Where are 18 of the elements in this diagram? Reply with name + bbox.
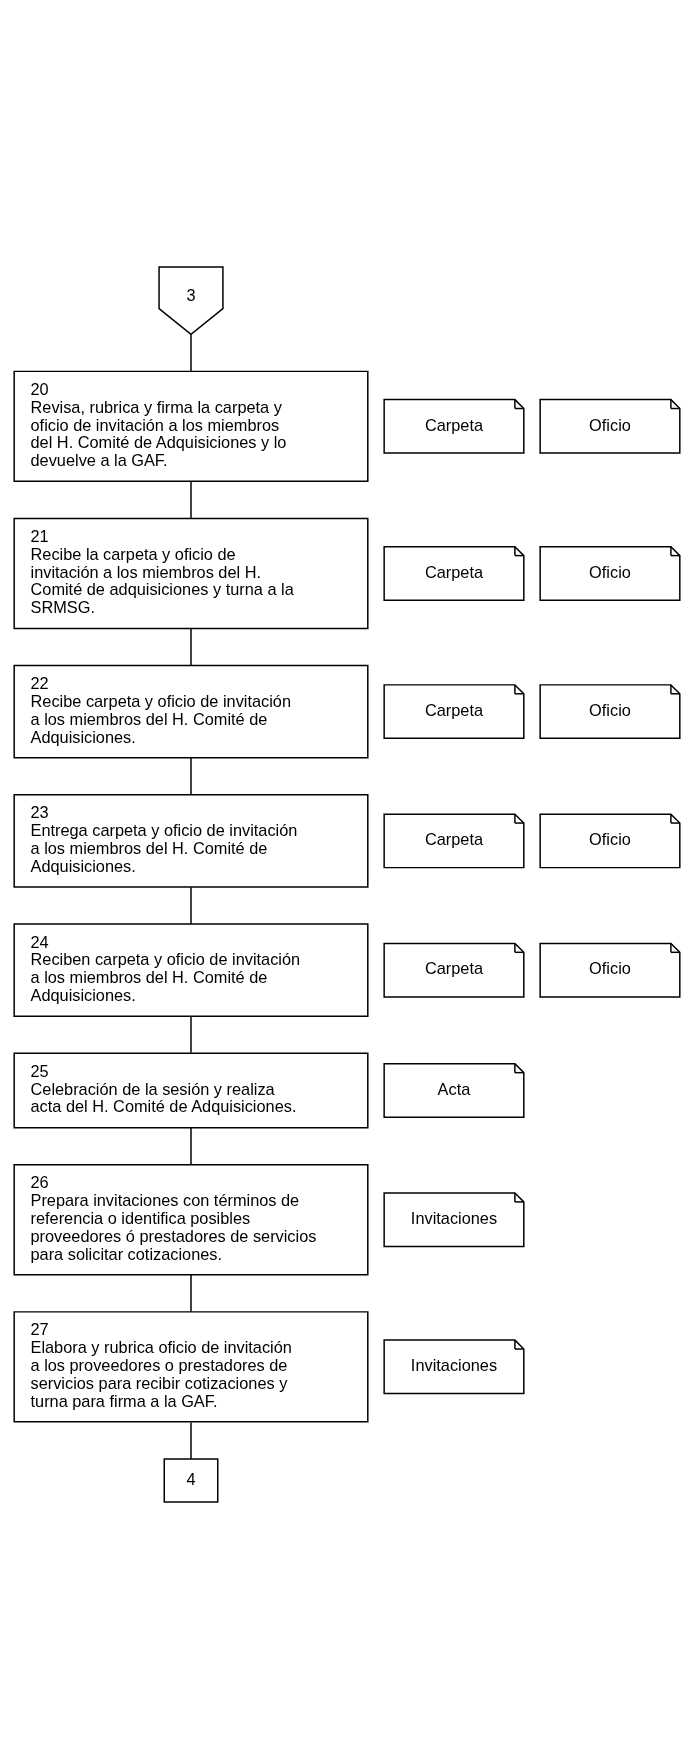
connector — [190, 757, 192, 796]
connector — [190, 480, 192, 519]
connector — [190, 1421, 192, 1460]
node-box: 20 Revisa, rubrica y firma la carpeta y oficio de invitación a los miembros del H. Comité de Adquisiciones y lo devuelve a la GAF. — [13, 370, 369, 483]
node-box: 27 Elabora y rubrica oficio de invitación a los proveedores o prestadores de servicios para recibir cotizaciones y turna para firma a la GAF. — [13, 1311, 369, 1423]
connector — [190, 1127, 192, 1166]
connector — [190, 628, 192, 666]
node-box: 24 Reciben carpeta y oficio de invitación a los miembros del H. Comité de Adquisiciones. — [13, 923, 369, 1017]
connector — [190, 886, 192, 925]
node-box: 21 Recibe la carpeta y oficio de invitación a los miembros del H. Comité de adquisiciones y turna a la SRMSG. — [13, 517, 369, 630]
node-box: 25 Celebración de la sesión y realiza acta del H. Comité de Adquisiciones. — [13, 1052, 369, 1129]
connector — [190, 1274, 192, 1313]
node-box: 26 Prepara invitaciones con términos de referencia o identifica posibles proveedores ó prestadores de servicios para solicitar cotizaciones. — [13, 1164, 369, 1276]
node-box: 23 Entrega carpeta y oficio de invitación a los miembros del H. Comité de Adquisiciones. — [13, 794, 369, 888]
node-box: 4 — [163, 1458, 219, 1503]
node-box: 22 Recibe carpeta y oficio de invitación a los miembros del H. Comité de Adquisiciones. — [13, 664, 369, 759]
connector — [190, 1015, 192, 1054]
connector — [190, 333, 192, 372]
